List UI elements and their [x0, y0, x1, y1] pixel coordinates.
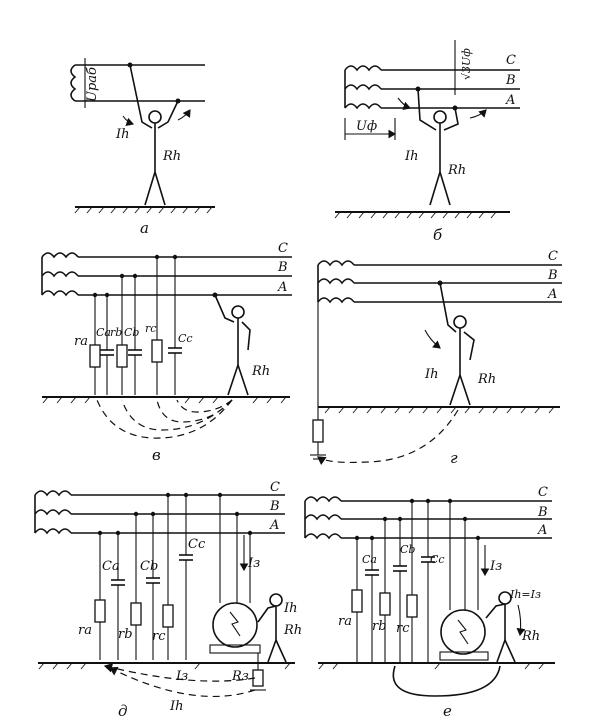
phase-c-label: C [506, 53, 516, 68]
r-c-label: rc [396, 621, 410, 636]
i-h-label: Ih [424, 367, 439, 382]
i-h-eq-label: Ih=Iз [509, 588, 541, 601]
c-c-label: Cc [188, 537, 206, 552]
panel-v: C B A ra Ca rb Cb rc Cc [41, 241, 292, 464]
r-b-label: rb [372, 619, 387, 634]
phase-a-label: A [269, 518, 279, 533]
i-h-label: Ih [115, 127, 130, 142]
caption-e: е [443, 702, 452, 720]
i-z-top-label: Iз [247, 556, 260, 571]
phase-a-label: A [537, 523, 547, 538]
caption-d: д [118, 702, 128, 720]
phase-c-label: C [278, 241, 288, 256]
caption-g: г [450, 449, 458, 467]
panel-g: C B A Ih Rh г [310, 249, 562, 467]
panel-d: C B A Ca Cb Cc ra rb rc [34, 480, 302, 720]
r-b-label: rb [118, 627, 133, 642]
i-z-bottom-label: Iз [175, 669, 188, 684]
caption-b: б [433, 226, 443, 244]
r-a-label: ra [78, 623, 92, 638]
panel-a: Uраб Ih Rh а [70, 58, 215, 237]
r-h-label: Rh [162, 149, 181, 164]
r-h-label: Rh [283, 623, 302, 638]
c-b-label: Cb [140, 559, 158, 574]
phase-c-label: C [538, 485, 548, 500]
phase-b-label: B [505, 73, 516, 88]
phase-a-label: A [505, 93, 515, 108]
phase-a-label: A [277, 280, 287, 295]
c-a-label: Ca [362, 553, 377, 566]
r-h-label: Rh [251, 364, 270, 379]
u-work-label: Uраб [85, 67, 100, 102]
caption-v: в [152, 446, 161, 464]
r-z-label: Rз [231, 669, 249, 684]
caption-a: а [140, 219, 149, 237]
phase-c-label: C [270, 480, 280, 495]
r-a-label: ra [74, 334, 88, 349]
phase-b-label: B [277, 260, 288, 275]
c-c-label: Cc [178, 332, 193, 345]
c-b-label: Cb [124, 326, 139, 339]
r-c-label: rc [152, 629, 166, 644]
phase-a-label: A [547, 287, 557, 302]
c-a-label: Ca [102, 559, 120, 574]
i-h-bottom-label: Ih [169, 699, 184, 714]
phase-b-label: B [547, 268, 558, 283]
r-h-label: Rh [477, 372, 496, 387]
u-phase-label: Uф [356, 119, 377, 134]
c-b-label: Cb [400, 543, 415, 556]
i-h-label: Ih [404, 149, 419, 164]
panel-b: C B A √3Uф Uф Ih Rh б [334, 40, 520, 244]
r-c-label: rc [145, 322, 156, 335]
phase-b-label: B [269, 499, 280, 514]
panel-e: C B A Ca Cb Cc ra rb rc [304, 485, 555, 720]
r-h-label: Rh [521, 629, 540, 644]
i-z-label: Iз [489, 559, 502, 574]
phase-c-label: C [548, 249, 558, 264]
r-h-label: Rh [447, 163, 466, 178]
phase-b-label: B [537, 505, 548, 520]
r-a-label: ra [338, 614, 352, 629]
c-a-label: Ca [96, 326, 111, 339]
i-h-right-label: Ih [283, 601, 298, 616]
c-c-label: Cc [430, 553, 445, 566]
r-b-label: rb [110, 326, 122, 339]
u-line-label: √3Uф [460, 48, 473, 80]
